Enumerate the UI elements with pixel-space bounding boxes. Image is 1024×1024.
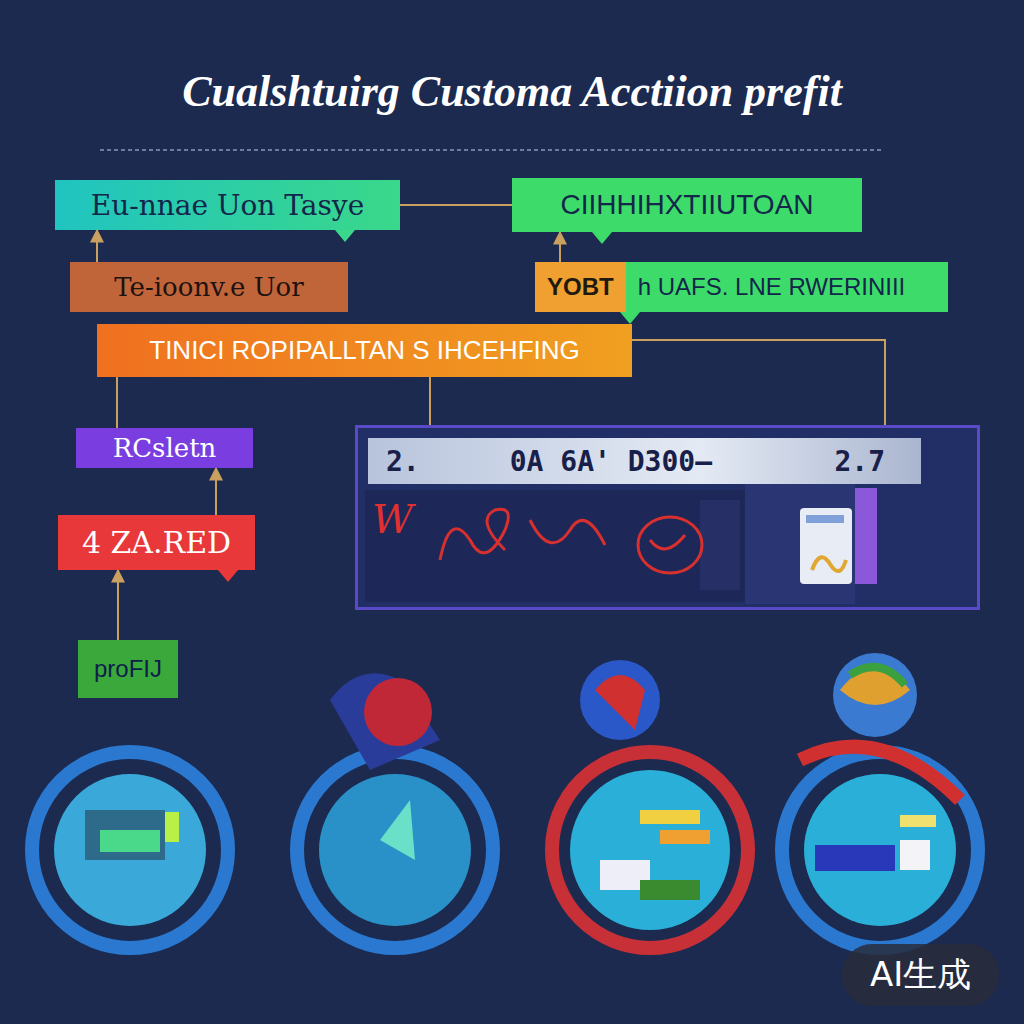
callout-box: CIIHHIHXTIIUTOAN (512, 178, 862, 232)
connector (429, 377, 431, 425)
box-text: Te-ioonv.e Uor (114, 272, 303, 302)
box-text: CIIHHIHXTIIUTOAN (560, 189, 813, 221)
connector (559, 232, 561, 262)
connector (632, 340, 885, 425)
box-text: Eu-nnae Uon Tasye (91, 189, 365, 222)
connector (96, 230, 98, 262)
screen-panel: 2. 0A 6A' D300— 2.7 (355, 425, 980, 610)
title-rule (100, 149, 882, 151)
screen-text: 2.7 (834, 445, 885, 478)
panel-body (355, 425, 980, 610)
connector (117, 570, 119, 640)
callout-box: Eu-nnae Uon Tasye (55, 180, 400, 230)
connector (215, 468, 217, 515)
box-text: proFIJ (94, 655, 162, 683)
screen-strip: 2. 0A 6A' D300— 2.7 (368, 438, 921, 484)
screen-text: 0A 6A' D300— (510, 445, 712, 478)
process-box: Te-ioonv.e Uor (70, 262, 348, 312)
icon-box: proFIJ (78, 640, 178, 698)
box-text: 4 ZA.RED (82, 525, 231, 560)
connector (400, 204, 512, 206)
box-text: TINICI ROPIPALLTAN S IHCEHFING (149, 335, 580, 366)
process-box: RCsletn (76, 428, 253, 468)
callout-box: YOBTh UAFS. LNE RWERINIII (535, 262, 948, 312)
banner-box: TINICI ROPIPALLTAN S IHCEHFING (97, 324, 632, 377)
screen-text: 2. (386, 445, 420, 478)
tag-text: YOBT (535, 262, 626, 312)
watermark: AI生成 (842, 944, 999, 1006)
callout-box: 4 ZA.RED (58, 515, 255, 570)
box-text: h UAFS. LNE RWERINIII (626, 273, 906, 301)
diagram-title: Cualshtuirg Customa Acctiion prefit (0, 66, 1024, 117)
connector (116, 377, 118, 428)
box-text: RCsletn (113, 433, 217, 463)
scribble-label: W (372, 496, 413, 542)
red-squiggles (440, 509, 702, 573)
